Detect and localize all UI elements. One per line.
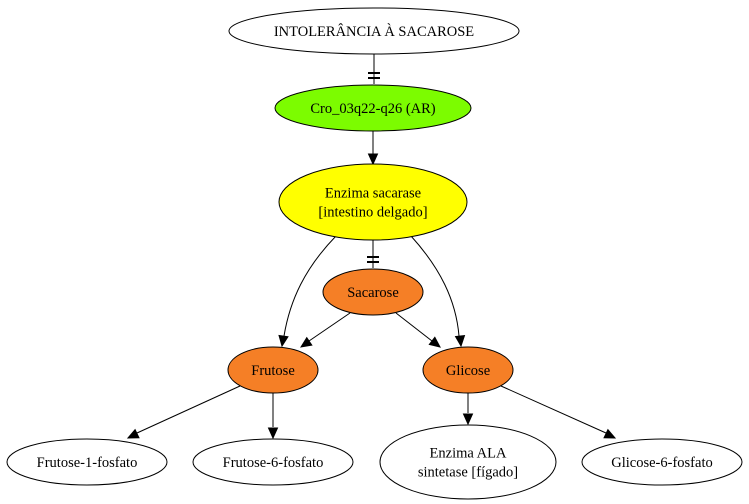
node-label: sintetase [fígado] [418, 465, 518, 481]
arrowhead [428, 336, 441, 348]
edge-frutose-to-frutose-1-fosfato [126, 385, 241, 439]
node-ellipse [422, 346, 514, 394]
edge-enzima-sacarase-to-glicose [410, 235, 466, 348]
node-sacarose: Sacarose [322, 268, 424, 316]
node-ellipse [274, 84, 472, 132]
node-label: Glicose [446, 363, 490, 379]
node-frutose: Frutose [227, 346, 319, 394]
node-label: Frutose-1-fosfato [37, 455, 138, 471]
node-ellipse [322, 268, 424, 316]
node-ellipse [6, 438, 168, 486]
node-intolerancia: INTOLERÂNCIA À SACAROSE [228, 7, 520, 55]
node-label: Frutose [251, 363, 295, 379]
edge-line [500, 385, 607, 434]
node-enzima-sacarase: Enzima sacarase [intestino delgado] [278, 163, 468, 241]
node-ellipse [379, 424, 557, 500]
edge-line [136, 385, 241, 434]
edge-line [395, 312, 433, 342]
edge-enzima-sacarase-to-frutose [278, 235, 337, 348]
node-frutose-1-fosfato: Frutose-1-fosfato [6, 438, 168, 486]
node-label: INTOLERÂNCIA À SACAROSE [274, 23, 474, 40]
node-frutose-6-fosfato: Frutose-6-fosfato [192, 438, 354, 486]
node-label: Glicose-6-fosfato [611, 455, 712, 471]
node-label: Sacarose [347, 285, 399, 301]
edge-glicose-to-glicose-6-fosfato [500, 385, 617, 439]
node-label: Cro_03q22-q26 (AR) [310, 101, 435, 117]
edge-line [308, 312, 351, 342]
node-glicose-6-fosfato: Glicose-6-fosfato [581, 438, 743, 486]
arrowhead [299, 336, 313, 348]
node-ellipse [192, 438, 354, 486]
node-enzima-ala: Enzima ALA sintetase [fígado] [379, 424, 557, 500]
node-ellipse [581, 438, 743, 486]
edge-sacarose-to-glicose [395, 312, 441, 348]
edge-cro-to-enzima-sacarase [367, 131, 379, 166]
arrowhead [367, 153, 379, 166]
node-label: [intestino delgado] [318, 205, 427, 221]
arrowhead [267, 427, 279, 440]
node-ellipse [278, 163, 468, 241]
node-label: Enzima ALA [430, 446, 507, 462]
node-ellipse [228, 7, 520, 55]
edge-intolerancia-to-cro [368, 54, 380, 84]
arrowhead [278, 334, 289, 348]
edge-glicose-to-enzima-ala [462, 393, 474, 426]
edge-frutose-to-frutose-6-fosfato [267, 393, 279, 440]
arrowhead [454, 335, 466, 348]
arrowhead [462, 413, 474, 426]
node-cro: Cro_03q22-q26 (AR) [274, 84, 472, 132]
node-ellipse [227, 346, 319, 394]
edge-line [410, 235, 460, 337]
arrowhead [126, 428, 140, 439]
node-label: Enzima sacarase [325, 186, 421, 202]
edge-sacarose-to-frutose [299, 312, 351, 348]
node-glicose: Glicose [422, 346, 514, 394]
edge-enzima-sacarase-to-sacarose [367, 240, 379, 268]
arrowhead [603, 428, 617, 439]
edge-line [283, 235, 337, 337]
node-label: Frutose-6-fosfato [223, 455, 324, 471]
